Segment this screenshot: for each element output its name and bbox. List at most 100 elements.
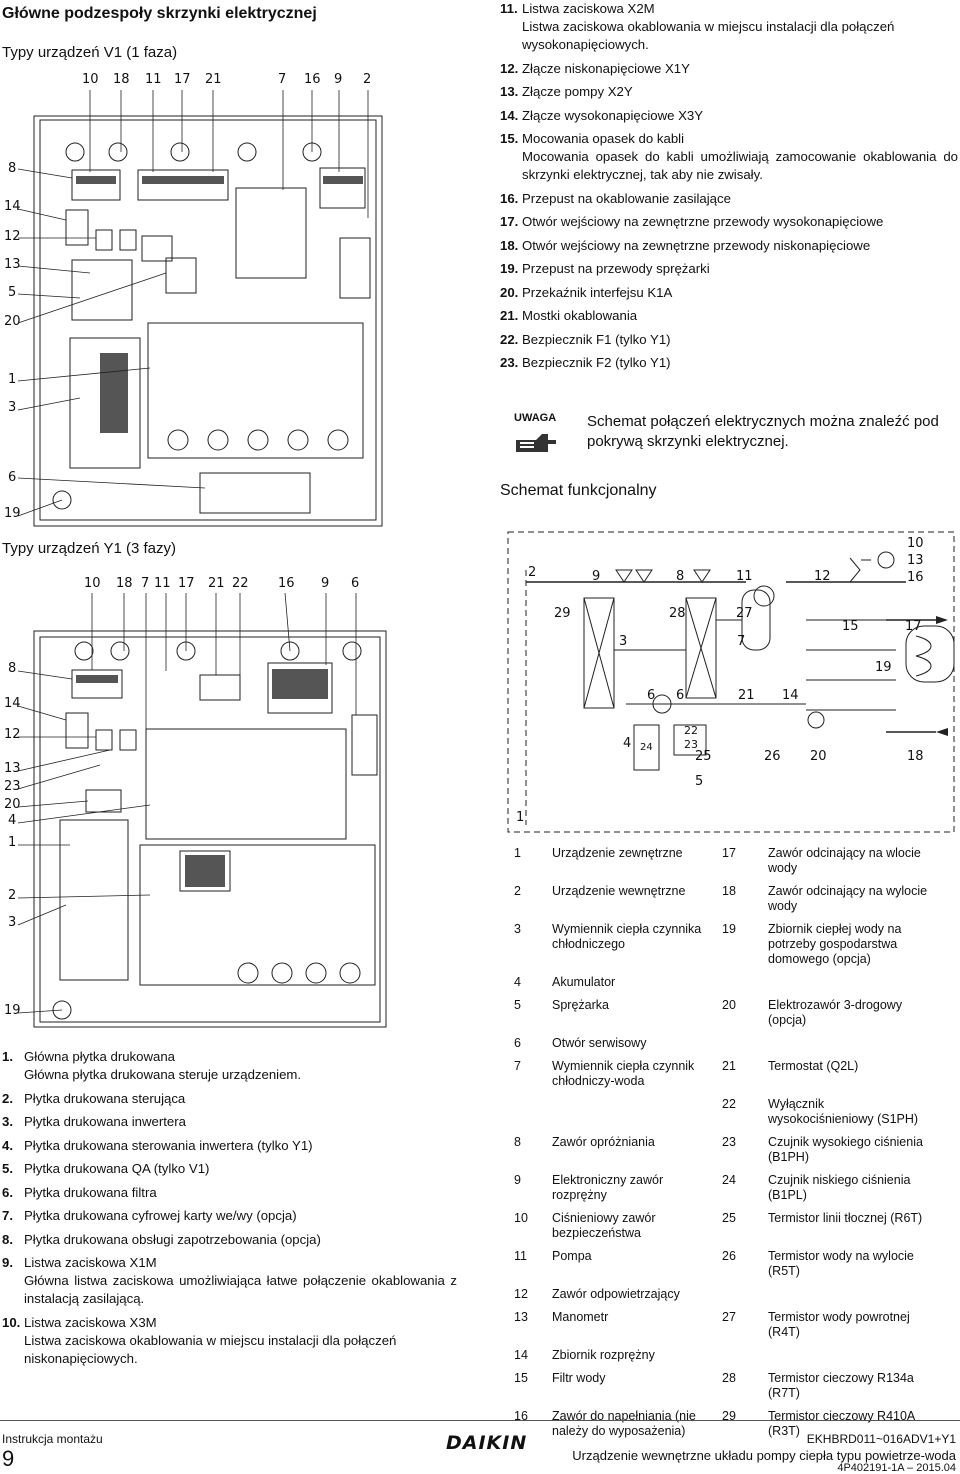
y1-callout-20: 20 bbox=[4, 797, 21, 812]
y1-callout-6: 6 bbox=[351, 576, 360, 591]
page-title: Główne podzespoły skrzynki elektrycznej bbox=[2, 5, 317, 22]
note-label: UWAGA bbox=[514, 412, 557, 424]
schematic-label-16: 16 bbox=[907, 570, 924, 585]
page-number: 9 bbox=[2, 1446, 15, 1471]
v1-callout-7: 7 bbox=[278, 72, 287, 87]
schematic-label-2: 2 bbox=[528, 565, 537, 580]
y1-callout-22: 22 bbox=[232, 576, 249, 591]
v1-callout-2: 2 bbox=[363, 72, 372, 87]
schematic-label-6: 6 bbox=[647, 688, 656, 703]
schematic-label-18: 18 bbox=[907, 749, 924, 764]
v1-callout-14: 14 bbox=[4, 199, 21, 214]
v1-callout-21: 21 bbox=[205, 72, 222, 87]
y1-callout-4: 4 bbox=[8, 813, 17, 828]
v1-callout-18: 18 bbox=[113, 72, 130, 87]
schematic-label-4: 4 bbox=[623, 736, 632, 751]
schematic-label-20: 20 bbox=[810, 749, 827, 764]
schematic-label-19: 19 bbox=[875, 660, 892, 675]
y1-callout-18: 18 bbox=[116, 576, 133, 591]
schematic-label-10: 10 bbox=[907, 536, 924, 551]
footer-doc-number: 4P402191-1A – 2015.04 bbox=[837, 1462, 956, 1474]
v1-callout-6: 6 bbox=[8, 470, 17, 485]
y1-callout-16: 16 bbox=[278, 576, 295, 591]
list-item: 8.Płytka drukowana obsługi zapotrzebowan… bbox=[2, 1231, 321, 1247]
list-item: 2.Płytka drukowana sterująca bbox=[2, 1090, 186, 1106]
footer-divider bbox=[0, 1420, 960, 1421]
schematic-label-26: 26 bbox=[764, 749, 781, 764]
y1-callout-14: 14 bbox=[4, 696, 21, 711]
y1-switchbox-diagram: 10 18 7 11 17 21 22 16 9 6 8 14 12 13 23… bbox=[0, 565, 410, 1030]
v1-callout-19: 19 bbox=[4, 506, 21, 521]
note-text: Schemat połączeń elektrycznych można zna… bbox=[587, 413, 939, 450]
y1-heading: Typy urządzeń Y1 (3 fazy) bbox=[2, 540, 176, 557]
y1-callout-7: 7 bbox=[141, 576, 150, 591]
v1-callout-9: 9 bbox=[334, 72, 343, 87]
list-item: 3.Płytka drukowana inwertera bbox=[2, 1114, 186, 1129]
schematic-label-25: 25 bbox=[695, 749, 712, 764]
y1-callout-10: 10 bbox=[84, 576, 101, 591]
v1-switchbox-diagram: 10 18 11 17 21 7 16 9 2 8 14 12 13 5 20 … bbox=[0, 68, 410, 528]
footer-product: Urządzenie wewnętrzne układu pompy ciepł… bbox=[572, 1448, 956, 1463]
schematic-label-5: 5 bbox=[695, 774, 704, 789]
y1-callout-2: 2 bbox=[8, 888, 17, 903]
y1-callout-23: 23 bbox=[4, 779, 21, 794]
v1-callout-8: 8 bbox=[8, 161, 17, 176]
list-item: 5.Płytka drukowana QA (tylko V1) bbox=[2, 1161, 210, 1176]
y1-callout-17: 17 bbox=[178, 576, 195, 591]
y1-callout-8: 8 bbox=[8, 661, 17, 676]
functional-schematic: 2 9 8 11 12 10 13 16 29 28 27 15 17 3 7 … bbox=[506, 530, 956, 835]
hand-pointer-icon bbox=[514, 432, 558, 459]
v1-callout-1: 1 bbox=[8, 372, 17, 387]
v1-callout-10: 10 bbox=[82, 72, 99, 87]
y1-callout-12: 12 bbox=[4, 727, 21, 742]
y1-callout-3: 3 bbox=[8, 915, 17, 930]
schematic-label-13: 13 bbox=[907, 553, 924, 568]
note-box: UWAGA Schemat połączeń elektrycznych moż… bbox=[514, 412, 954, 452]
y1-callout-11: 11 bbox=[154, 576, 171, 591]
list-item: 7.Płytka drukowana cyfrowej karty we/wy … bbox=[2, 1208, 297, 1223]
v1-callout-5: 5 bbox=[8, 285, 17, 300]
footer-model: EKHBRD011~016ADV1+Y1 bbox=[806, 1432, 956, 1446]
v1-callout-12: 12 bbox=[4, 229, 21, 244]
schematic-label-1: 1 bbox=[516, 810, 525, 825]
schematic-label-8: 8 bbox=[676, 569, 685, 584]
y1-callout-19: 19 bbox=[4, 1003, 21, 1018]
schematic-label-7: 7 bbox=[737, 634, 746, 649]
schematic-label-6b: 6 bbox=[676, 688, 685, 703]
schematic-label-14: 14 bbox=[782, 688, 799, 703]
footer-doc-type: Instrukcja montażu bbox=[2, 1432, 103, 1446]
schematic-label-28: 28 bbox=[669, 606, 686, 621]
y1-callout-9: 9 bbox=[321, 576, 330, 591]
y1-callout-21: 21 bbox=[208, 576, 225, 591]
v1-callout-11: 11 bbox=[145, 72, 162, 87]
daikin-logo: DAIKIN bbox=[446, 1432, 528, 1454]
v1-heading: Typy urządzeń V1 (1 faza) bbox=[2, 44, 178, 61]
schematic-label-23: 23 bbox=[684, 738, 698, 751]
schematic-label-12: 12 bbox=[814, 569, 831, 584]
y1-callout-13: 13 bbox=[4, 761, 21, 776]
v1-callout-16: 16 bbox=[304, 72, 321, 87]
schematic-label-15: 15 bbox=[842, 619, 859, 634]
schematic-label-17: 17 bbox=[905, 619, 922, 634]
v1-callout-20: 20 bbox=[4, 314, 21, 329]
schematic-label-9: 9 bbox=[592, 569, 601, 584]
